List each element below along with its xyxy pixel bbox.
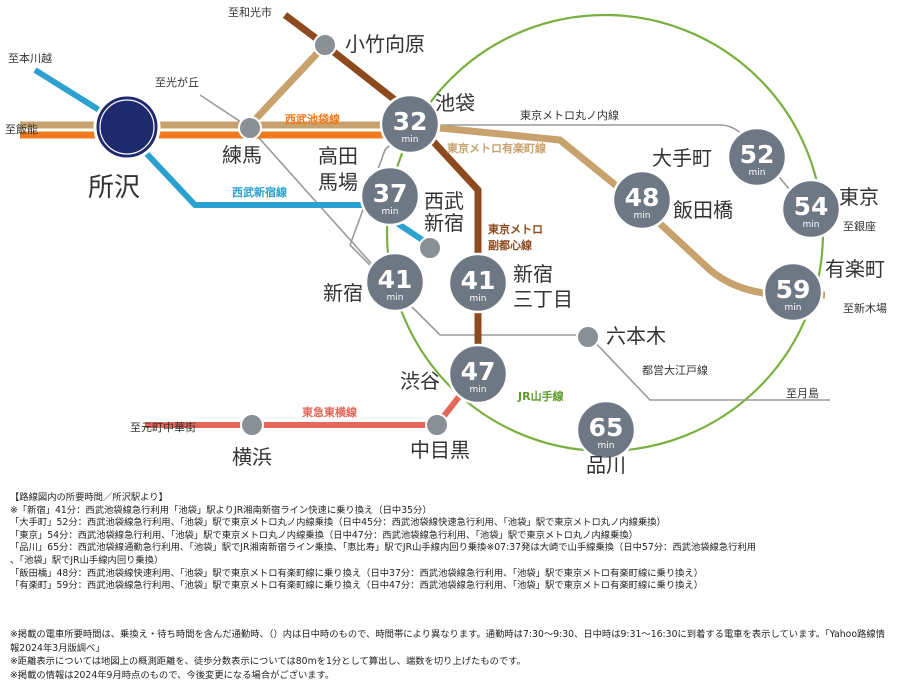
shinjukusanchome-label-2: 三丁目: [513, 287, 573, 311]
tokyo-minutes-unit: min: [803, 220, 820, 230]
yokohama-dot: [240, 413, 264, 437]
footer-note: ※掲載の情報は2024年9月時点のもので、今後変更になる場合がございます。: [10, 669, 335, 681]
route-map: 至和光市 至本川越 至飯能 至光が丘 至銀座 至新木場 至月島 至元町中華街 西…: [5, 5, 887, 477]
label-yamanote: JR山手線: [517, 389, 564, 403]
note-line: 「品川」65分：西武池袋線通勤急行利用、「池袋」駅でJR湘南新宿ライン乗換、「恵…: [10, 542, 757, 554]
shibuya-label: 渋谷: [400, 369, 440, 393]
origin-station-name: 所沢: [88, 173, 140, 203]
note-line: 「大手町」52分：西武池袋線急行利用、「池袋」駅で東京メトロ丸ノ内線乗換（日中4…: [10, 517, 666, 529]
takadanobaba-label-1: 高田: [318, 144, 358, 168]
label-yurakucho: 東京メトロ有楽町線: [447, 141, 546, 155]
dir-hikarigaoka: 至光が丘: [155, 75, 199, 89]
label-oedo: 都営大江戸線: [642, 363, 708, 377]
iidabashi-minutes: 48: [625, 183, 660, 212]
dir-shinkiba: 至新木場: [843, 301, 887, 315]
takadanobaba-minutes: 37: [373, 179, 408, 208]
note-line: 「飯田橋」48分：西武池袋線快速利用、「池袋」駅で東京メトロ有楽町線に乗り換え（…: [10, 567, 704, 579]
travel-time-notes: 【路線図内の所要時間／所沢駅より】 ※「新宿」41分：西武池袋線急行利用「池袋」…: [10, 492, 890, 593]
ikebukuro-station-marker: [379, 93, 441, 155]
takadanobaba-station-marker: [359, 165, 421, 227]
shibuya-minutes-unit: min: [470, 385, 487, 395]
kotakemukaihara-dot: [313, 33, 337, 57]
dir-ginza: 至銀座: [843, 219, 876, 233]
roppongi-dot: [576, 325, 600, 349]
nerima-dot: [238, 116, 262, 140]
seibushinjuku-label-1: 西武: [424, 189, 464, 213]
minor-station-dots: [238, 33, 600, 437]
notes-heading: 【路線図内の所要時間／所沢駅より】: [10, 492, 168, 503]
shinjukusanchome-label-1: 新宿: [513, 262, 553, 286]
shibuya-station-marker: [447, 343, 509, 405]
disclaimer-notes: ※掲載の電車所要時間は、乗換え・待ち時間を含んだ通勤時、（）内は日中時のもので、…: [10, 628, 890, 682]
nerima-label: 練馬: [222, 143, 262, 167]
dir-hon-kawagoe: 至本川越: [8, 51, 52, 65]
iidabashi-minutes-unit: min: [634, 211, 651, 221]
yurakucho-minutes: 59: [776, 275, 811, 304]
otemachi-minutes: 52: [740, 140, 775, 169]
note-line: ※「新宿」41分：西武池袋線急行利用「池袋」駅よりJR湘南新宿ライン快速に乗り換…: [10, 504, 432, 516]
note-line: 「有楽町」59分：西武池袋線急行利用、「池袋」駅で東京メトロ有楽町線に乗り換え（…: [10, 580, 704, 592]
label-seibu-ikebukuro: 西武池袋線: [285, 112, 340, 126]
otemachi-label: 大手町: [652, 146, 712, 170]
dir-wakoshi: 至和光市: [228, 5, 272, 19]
otemachi-minutes-unit: min: [749, 168, 766, 178]
shibuya-minutes: 47: [461, 357, 496, 386]
kotakemukaihara-label: 小竹向原: [345, 32, 425, 56]
shinagawa-label: 品川: [586, 453, 626, 477]
yokohama-label: 横浜: [232, 445, 272, 469]
tokyo-minutes: 54: [794, 192, 829, 221]
shinjuku-station-marker: [364, 251, 426, 313]
tokyo-station-marker: [780, 178, 842, 240]
footer-note: ※掲載の電車所要時間は、乗換え・待ち時間を含んだ通勤時、（）内は日中時のもので、…: [10, 629, 885, 654]
footer-note: ※距離表示については地図上の概測距離を、徒歩分数表示については80mを1分として…: [10, 656, 526, 667]
iidabashi-station-marker: [611, 169, 673, 231]
shinjukusanchome-minutes: 41: [461, 266, 496, 295]
tokyo-label: 東京: [839, 185, 879, 209]
shinjuku-minutes-unit: min: [387, 293, 404, 303]
shinjuku-minutes: 41: [378, 265, 413, 294]
label-seibu-shinjuku: 西武新宿線: [232, 185, 287, 199]
takadanobaba-minutes-unit: min: [382, 207, 399, 217]
dir-hanno: 至飯能: [5, 122, 38, 136]
shinagawa-minutes: 65: [589, 413, 624, 442]
yurakucho-minutes-unit: min: [785, 303, 802, 313]
shinjukusanchome-station-marker: [447, 252, 509, 314]
yurakucho-label: 有楽町: [825, 257, 885, 281]
label-fukutoshin-1: 東京メトロ: [488, 222, 543, 236]
nakameguro-label: 中目黒: [410, 438, 470, 462]
ikebukuro-minutes: 32: [393, 107, 428, 136]
roppongi-label: 六本木: [606, 324, 666, 348]
ikebukuro-label: 池袋: [435, 91, 475, 115]
yurakucho-line: [20, 42, 825, 299]
shinjukusanchome-minutes-unit: min: [470, 294, 487, 304]
otemachi-station-marker: [726, 126, 788, 188]
yurakucho-station-marker: [762, 261, 824, 323]
shinagawa-minutes-unit: min: [598, 441, 615, 451]
shinagawa-station-marker: [575, 399, 637, 461]
takadanobaba-label-2: 馬場: [318, 170, 358, 194]
seibushinjuku-label-2: 新宿: [424, 211, 464, 235]
origin-station-marker: [93, 93, 161, 161]
note-line: 「東京」54分：西武池袋線急行利用、「池袋」駅で東京メトロ丸ノ内線乗換（日中47…: [10, 529, 638, 541]
iidabashi-label: 飯田橋: [673, 198, 733, 222]
note-line: 、「池袋」駅でJR山手線内回り乗換）: [10, 554, 164, 566]
seibushinjuku-dot: [418, 236, 442, 260]
label-marunouchi: 東京メトロ丸ノ内線: [520, 108, 619, 122]
dir-motomachi: 至元町中華街: [130, 420, 196, 434]
ikebukuro-minutes-unit: min: [402, 135, 419, 145]
label-toyoko: 東急東横線: [302, 405, 357, 419]
major-stations: 32min37min41min41min47min65min48min52min…: [359, 93, 842, 461]
shinjuku-label: 新宿: [323, 281, 363, 305]
dir-tsukishima: 至月島: [786, 386, 819, 400]
nakameguro-dot: [425, 413, 449, 437]
label-fukutoshin-2: 副都心線: [488, 238, 532, 252]
origin-station-ring: [99, 99, 155, 155]
